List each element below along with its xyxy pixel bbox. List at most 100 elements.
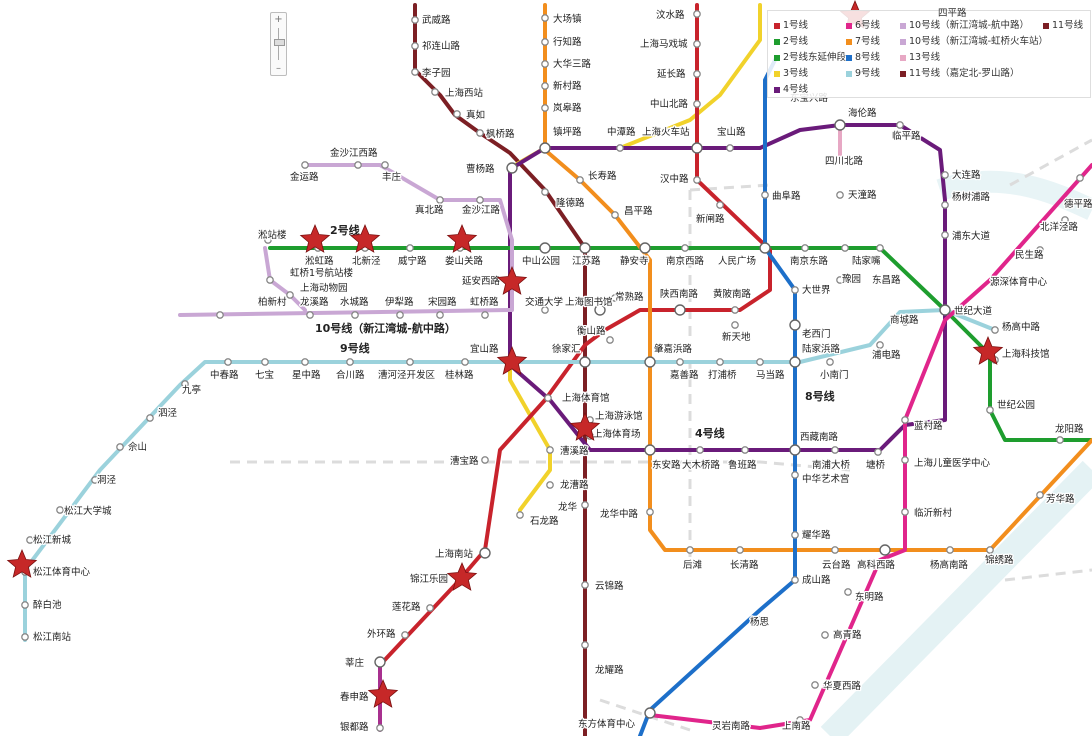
station-xxjn[interactable] [264, 236, 272, 244]
station-qilian[interactable] [411, 42, 419, 50]
station-bxc[interactable] [216, 311, 224, 319]
station-hengshan[interactable] [606, 336, 614, 344]
station-fengzhuang[interactable] [381, 161, 389, 169]
station-hanzhong[interactable] [693, 176, 701, 184]
station-langao[interactable] [541, 104, 549, 112]
station-guilin[interactable] [461, 358, 469, 366]
zoom-control[interactable]: + – [270, 12, 287, 76]
station-damuqiao[interactable] [696, 446, 704, 454]
station-caoxi[interactable] [546, 446, 554, 454]
station-shmxc[interactable] [693, 40, 701, 48]
station-songjiangdxc[interactable] [56, 506, 64, 514]
station-sheshan[interactable] [116, 443, 124, 451]
station-chengshan[interactable] [791, 576, 799, 584]
station-shangnan[interactable] [796, 716, 804, 724]
station-dahua3[interactable] [541, 60, 549, 68]
station-songjiangxc[interactable] [26, 536, 34, 544]
station-gaoqing[interactable] [821, 631, 829, 639]
station-jingan[interactable] [639, 242, 651, 254]
station-dongan[interactable] [644, 444, 656, 456]
station-longcao[interactable] [546, 481, 554, 489]
station-xintiandi[interactable] [731, 321, 739, 329]
station-longxi[interactable] [306, 311, 314, 319]
station-baoshan[interactable] [726, 144, 734, 152]
station-lujiazui[interactable] [841, 244, 849, 252]
station-jinqiao[interactable] [1076, 174, 1084, 182]
station-sichuanbei[interactable] [836, 156, 844, 164]
station-luban[interactable] [741, 446, 749, 454]
station-yangsi[interactable] [756, 616, 764, 624]
station-zhongshangongyuan[interactable] [539, 242, 551, 254]
station-xingzhi[interactable] [541, 38, 549, 46]
station-caobao[interactable] [481, 456, 489, 464]
station-shdwy[interactable] [286, 291, 294, 299]
station-shtyg[interactable] [544, 394, 552, 402]
station-shtsg[interactable] [594, 304, 606, 316]
station-jsjxi[interactable] [354, 161, 362, 169]
station-yanggao[interactable] [991, 326, 999, 334]
station-dongchang[interactable] [876, 244, 884, 252]
station-yindu[interactable] [376, 724, 384, 732]
station-xincun[interactable] [541, 82, 549, 90]
station-jinyun[interactable] [301, 161, 309, 169]
station-shnanzhan[interactable] [479, 547, 491, 559]
station-dongjing[interactable] [91, 476, 99, 484]
station-dashijie[interactable] [791, 286, 799, 294]
station-changping[interactable] [611, 211, 619, 219]
station-qufu[interactable] [761, 191, 769, 199]
station-xinzha[interactable] [716, 201, 724, 209]
station-caoyang[interactable] [506, 162, 518, 174]
station-zhenping[interactable] [539, 142, 551, 154]
station-linping[interactable] [896, 121, 904, 129]
station-dalian[interactable] [941, 171, 949, 179]
line-10[interactable] [178, 163, 514, 317]
station-jiashan[interactable] [676, 358, 684, 366]
line-8[interactable] [638, 58, 797, 736]
station-shxizhan[interactable] [431, 88, 439, 96]
station-houtan[interactable] [686, 546, 694, 554]
station-longhuazhong[interactable] [646, 508, 654, 516]
station-changqing[interactable] [736, 546, 744, 554]
station-zhenbei[interactable] [436, 196, 444, 204]
station-nanjingxi[interactable] [681, 244, 689, 252]
station-lancun[interactable] [901, 416, 909, 424]
station-sijing[interactable] [146, 414, 154, 422]
station-dongming[interactable] [844, 588, 852, 596]
station-weining[interactable] [406, 244, 414, 252]
station-songyuan[interactable] [436, 311, 444, 319]
station-changshou[interactable] [576, 176, 584, 184]
station-shertong[interactable] [901, 456, 909, 464]
station-lianhua[interactable] [426, 604, 434, 612]
station-shuicheng[interactable] [351, 311, 359, 319]
station-shhcz[interactable] [691, 142, 703, 154]
station-zhongtan[interactable] [616, 144, 624, 152]
line-9[interactable] [23, 308, 997, 642]
station-zhongyi[interactable] [791, 471, 799, 479]
station-pudian[interactable] [876, 341, 884, 349]
station-lujiabang[interactable] [789, 356, 801, 368]
station-changshu[interactable] [611, 294, 619, 302]
station-shijigongyuan[interactable] [986, 406, 994, 414]
station-nanjingdong[interactable] [801, 244, 809, 252]
zoom-out-button[interactable]: – [276, 63, 281, 74]
station-gaokexi[interactable] [879, 544, 891, 556]
station-hechuan[interactable] [346, 358, 354, 366]
station-xinzhuang[interactable] [374, 656, 386, 668]
station-beiyang[interactable] [1061, 216, 1069, 224]
station-longde[interactable] [541, 188, 549, 196]
station-xingzhong[interactable] [301, 358, 309, 366]
station-hqjcz[interactable] [266, 276, 274, 284]
station-hongqiao[interactable] [481, 311, 489, 319]
station-shangcheng[interactable] [901, 318, 909, 326]
station-zhenru[interactable] [453, 110, 461, 118]
station-zuibaichi[interactable] [21, 601, 29, 609]
station-tangqiao[interactable] [874, 448, 882, 456]
station-jiangsu[interactable] [579, 242, 591, 254]
station-jsj[interactable] [476, 196, 484, 204]
station-xujiahui[interactable] [579, 356, 591, 368]
station-yunjin[interactable] [581, 581, 589, 589]
station-yangshupu[interactable] [941, 201, 949, 209]
station-dapuqiao[interactable] [716, 358, 724, 366]
station-yuanshen[interactable] [1006, 276, 1014, 284]
station-zhaojiabang[interactable] [644, 356, 656, 368]
